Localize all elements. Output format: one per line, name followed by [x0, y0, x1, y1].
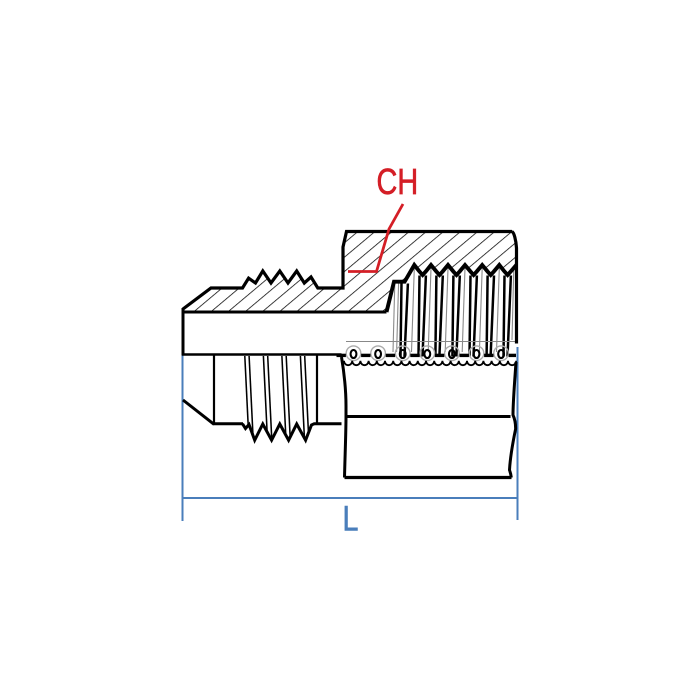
svg-text:CH: CH: [377, 161, 419, 202]
svg-text:L: L: [343, 499, 359, 538]
